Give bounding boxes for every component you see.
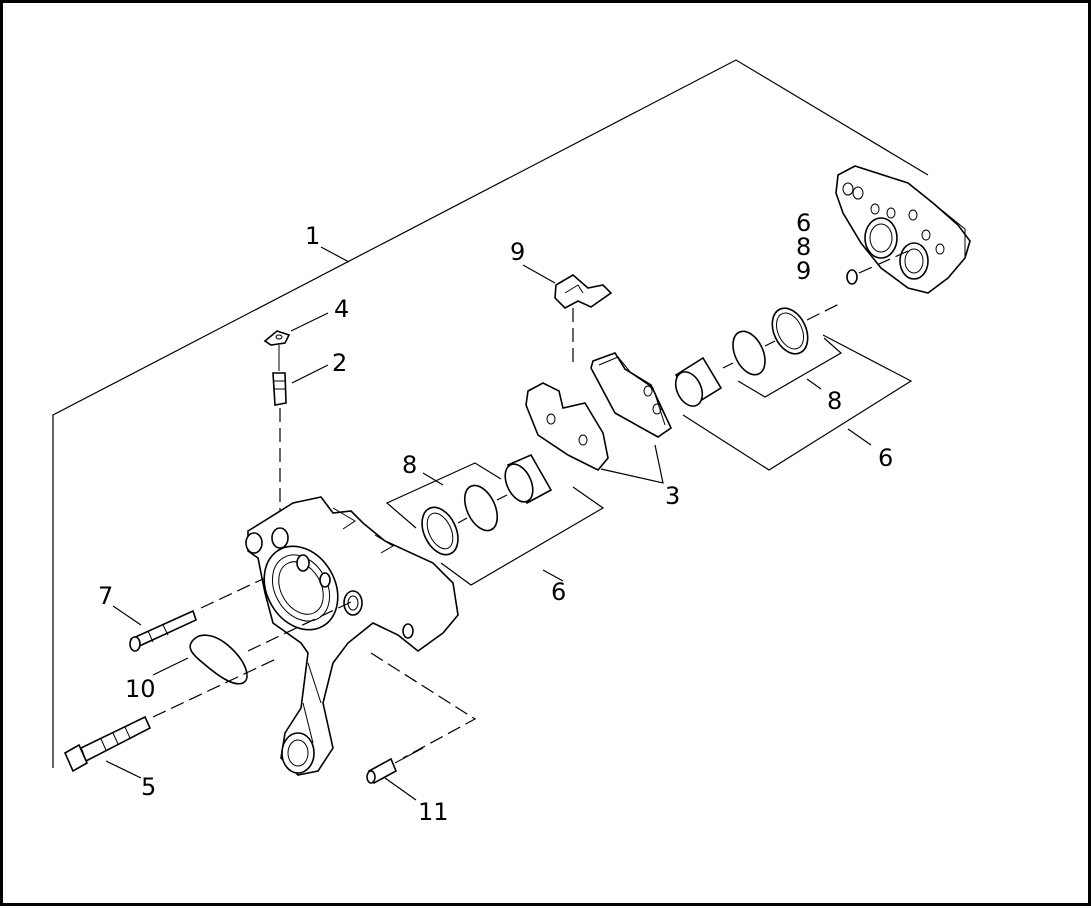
brake-pads xyxy=(525,352,673,484)
callout-1: 1 xyxy=(305,222,320,250)
inner-caliper-housing xyxy=(245,496,459,776)
outer-caliper-housing xyxy=(835,165,971,294)
callout-7: 7 xyxy=(98,582,113,610)
callout-8-left: 8 xyxy=(402,451,417,479)
callout-6-right: 6 xyxy=(878,444,893,472)
pad-clip xyxy=(522,264,613,366)
pad-pin xyxy=(366,652,477,801)
callout-3: 3 xyxy=(665,482,680,510)
right-piston-set xyxy=(674,250,913,471)
callout-labels: 1 4 2 9 6 8 9 8 6 3 8 6 7 10 5 11 xyxy=(98,209,893,826)
callout-10: 10 xyxy=(125,675,156,703)
callout-6-left: 6 xyxy=(551,578,566,606)
pin-boot xyxy=(152,600,354,685)
callout-11: 11 xyxy=(418,798,449,826)
callout-8-top: 8 xyxy=(796,233,811,261)
bleeder-o-ring xyxy=(846,269,858,285)
callout-9-pin: 9 xyxy=(796,257,811,285)
left-piston-set xyxy=(385,453,605,586)
callout-9-clip: 9 xyxy=(510,238,525,266)
callout-8-right: 8 xyxy=(827,387,842,415)
assembly-bracket-1 xyxy=(52,59,929,768)
exploded-view-diagram: 1 4 2 9 6 8 9 8 6 3 8 6 7 10 5 11 xyxy=(52,59,971,826)
slide-pin xyxy=(112,577,266,652)
callout-4: 4 xyxy=(334,295,349,323)
mounting-bolt xyxy=(63,657,279,779)
callout-6-top: 6 xyxy=(796,209,811,237)
callout-2: 2 xyxy=(332,349,347,377)
callout-5: 5 xyxy=(141,773,156,801)
